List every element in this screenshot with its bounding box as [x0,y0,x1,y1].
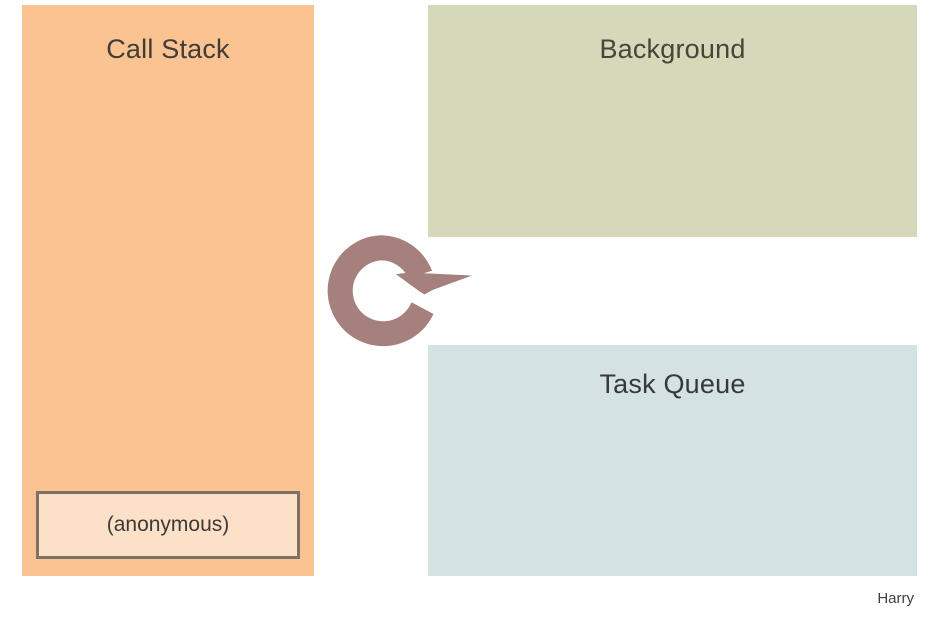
call-stack-panel: Call Stack [22,5,314,576]
watermark-label: Harry [877,590,914,607]
task-queue-panel: Task Queue [428,345,917,576]
stack-frame-anonymous[interactable]: (anonymous) [36,491,300,559]
stack-frame-label: (anonymous) [106,513,230,536]
event-loop-group [320,228,480,356]
background-title: Background [599,34,746,64]
circular-arrow-icon [327,235,472,347]
background-panel: Background [428,5,917,237]
call-stack-title: Call Stack [106,34,230,64]
task-queue-title: Task Queue [599,369,746,399]
